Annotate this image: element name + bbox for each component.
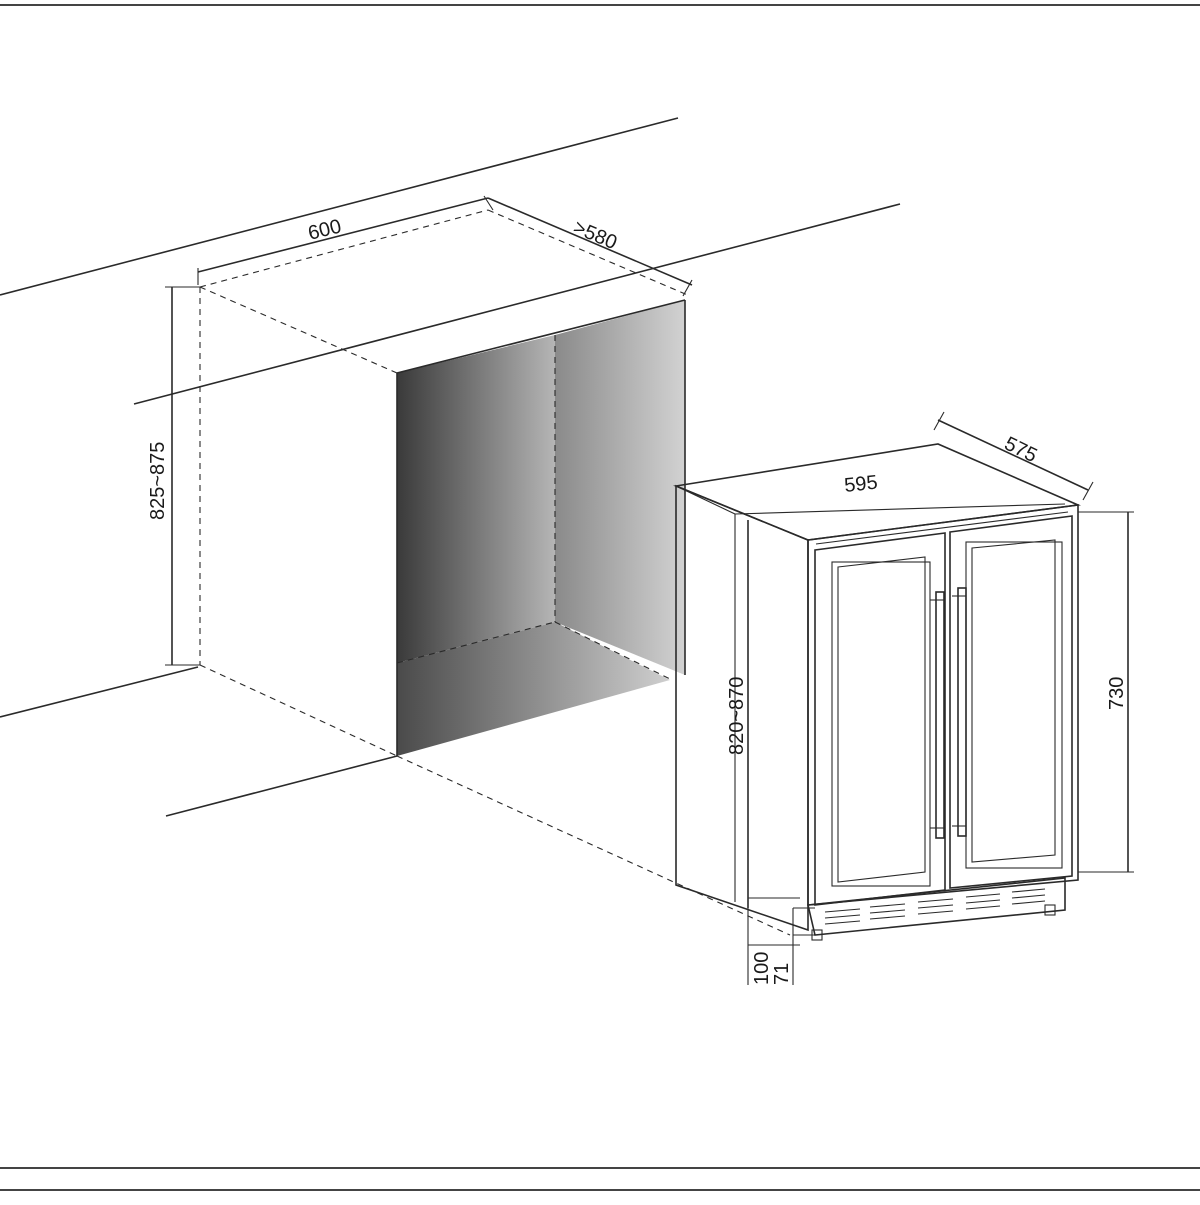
plinth-height-label: 100 — [751, 952, 773, 985]
niche-floor — [397, 622, 670, 756]
appliance-height-label: 820~870 — [726, 677, 748, 755]
appliance-width-label: 595 — [843, 472, 878, 497]
cabinet-height-label: 825~875 — [147, 442, 169, 520]
niche-back-wall — [397, 335, 555, 663]
appliance-door-height-label: 730 — [1106, 677, 1128, 710]
cabinet-width-label: 600 — [306, 215, 344, 244]
appliance-depth-label: 575 — [1001, 433, 1041, 467]
cabinet-dimensions — [165, 195, 693, 666]
foot-height-label: 71 — [771, 963, 793, 985]
room-lines — [0, 117, 901, 817]
cabinet-depth-label: >580 — [570, 216, 620, 254]
appliance-dimensions — [747, 411, 1134, 985]
cabinet-niche — [199, 209, 791, 936]
wine-cooler — [673, 443, 1081, 941]
niche-side-wall — [555, 300, 685, 675]
